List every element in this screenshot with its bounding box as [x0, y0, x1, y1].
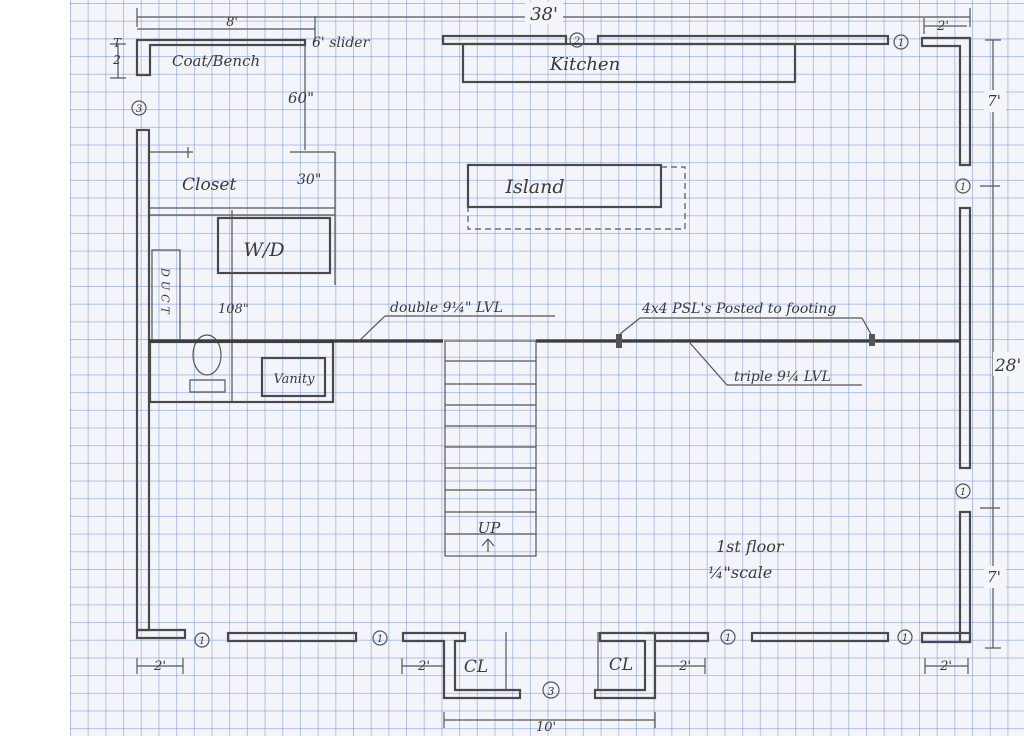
window-tag-top-right: 1: [898, 38, 904, 49]
bottom-mid-right-dim: 2': [678, 659, 691, 674]
overall-width-label: 38': [530, 4, 558, 25]
dimension-overall-width: 38': [136, 2, 971, 27]
window-tag-bottom-3: 1: [725, 633, 731, 644]
left-segment-label: 8': [226, 15, 238, 30]
right-lower-label: 7': [987, 568, 1001, 586]
dimension-overall-depth: 7' 7' 28': [980, 39, 1024, 649]
window-tag-left-upper: 3: [136, 104, 142, 115]
window-tag-bottom-4: 1: [902, 633, 908, 644]
up-label: UP: [478, 519, 502, 537]
scale-label: ¼"scale: [708, 563, 772, 582]
kitchen-label: Kitchen: [549, 54, 620, 75]
top-right-dim-label: 2': [936, 19, 949, 34]
wd-depth-label: 108": [218, 302, 249, 317]
closet-laundry: [148, 46, 336, 404]
island: [466, 163, 663, 209]
overall-depth-label: 28': [994, 356, 1021, 376]
cl-right-label: CL: [609, 655, 633, 675]
coat-bench-label: Coat/Bench: [172, 52, 260, 70]
wd-label: W/D: [243, 239, 284, 261]
dimension-8ft: 8': [137, 15, 316, 42]
dimension-top-right: 2': [923, 18, 967, 34]
double-lvl-label: double 9¼" LVL: [390, 300, 503, 316]
window-tag-right-lower: 1: [960, 487, 966, 498]
cl-left-label: CL: [464, 657, 488, 677]
window-tag-bottom-center: 3: [548, 685, 555, 698]
vanity-label: Vanity: [273, 372, 315, 387]
right-upper-label: 7': [987, 92, 1001, 110]
psl-post-left: [616, 334, 622, 348]
bottom-mid-left-dim: 2': [417, 659, 430, 674]
window-tags: 2 1 3 1 1 1 1 1 1 3: [131, 32, 971, 699]
stairs: [444, 340, 537, 557]
bump-out-dim: 10': [536, 720, 556, 735]
closet-depth-label: 60": [288, 89, 314, 107]
bottom-dimensions: 2' 2' 2' 2' 10': [136, 658, 969, 735]
kitchen-counter: [461, 42, 797, 84]
window-tag-bottom-1: 1: [199, 636, 205, 647]
floor-title: 1st floor: [716, 537, 785, 556]
window-tag-top-mid: 2: [573, 36, 580, 47]
window-tag-bottom-2: 1: [377, 634, 383, 645]
closet-width-label: 30": [297, 172, 321, 188]
slider-label: 6' slider: [312, 35, 371, 51]
graph-paper-sheet: [70, 0, 1024, 736]
small-dim-top: T: [113, 36, 122, 50]
psl-post-right: [869, 334, 875, 346]
triple-lvl-label: triple 9¼ LVL: [734, 369, 831, 385]
bottom-right-dim: 2': [939, 659, 952, 674]
duct-label: DUCT: [159, 267, 172, 318]
window-tag-right-upper: 1: [960, 182, 966, 193]
island-label: Island: [504, 176, 564, 198]
small-dim-label: 2: [112, 53, 121, 67]
closet-label: Closet: [182, 175, 236, 195]
bottom-left-dim: 2': [153, 659, 166, 674]
psl-label: 4x4 PSL's Posted to footing: [641, 301, 836, 317]
